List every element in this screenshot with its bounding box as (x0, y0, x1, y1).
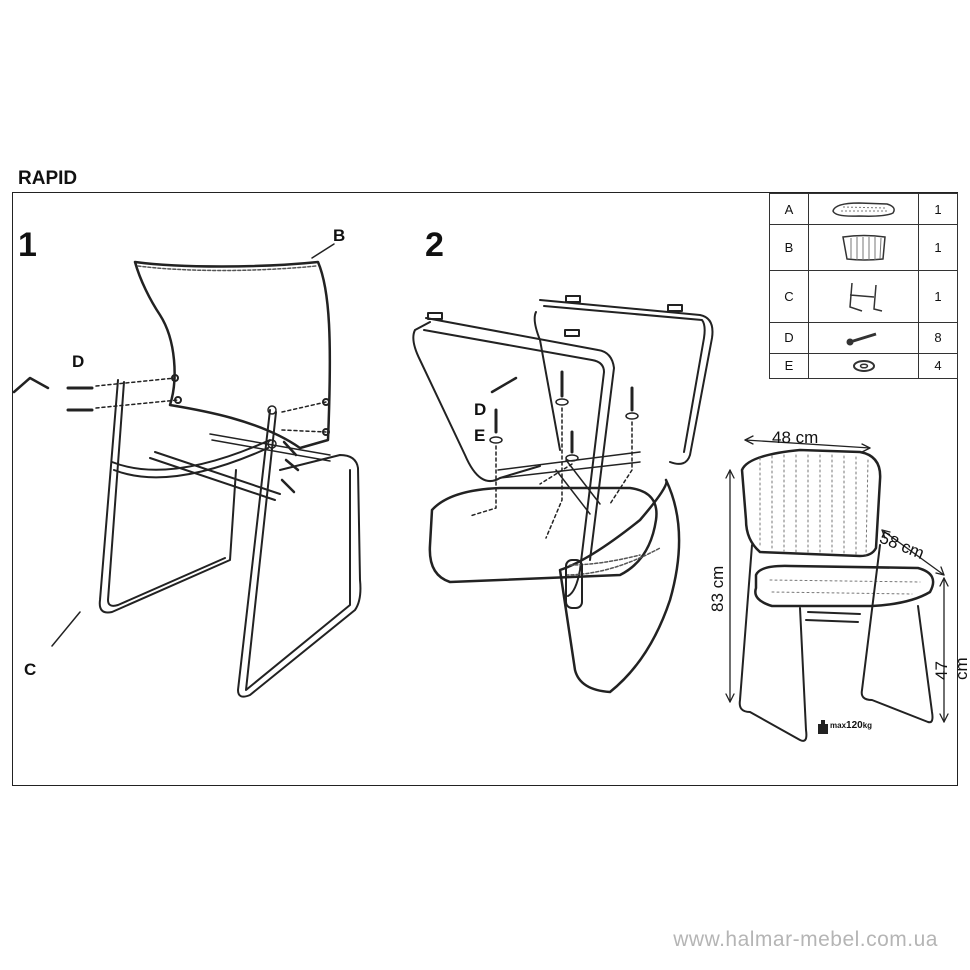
part-qty: 1 (918, 224, 958, 271)
step2-frame-drawing (412, 295, 714, 597)
part-qty: 1 (918, 192, 958, 226)
step-number-1: 1 (18, 226, 37, 264)
parts-row-e: E 4 (769, 352, 958, 380)
dimension-chair-drawing (738, 448, 935, 742)
product-title: RAPID (18, 168, 78, 189)
callout-d-step2: D (474, 400, 487, 419)
part-qty: 4 (918, 352, 958, 380)
seat-cushion-icon (808, 192, 919, 226)
instruction-frame (12, 192, 958, 786)
part-qty: 8 (918, 321, 958, 354)
part-qty: 1 (918, 269, 958, 323)
parts-list-table: A 1 B 1 C 1 D 8 E 4 (769, 192, 958, 380)
max-load-unit: kg (862, 721, 873, 730)
max-load-value: 120 (846, 720, 863, 731)
max-load-prefix: max (830, 721, 847, 730)
part-letter: B (769, 224, 809, 271)
part-letter: E (769, 352, 809, 380)
parts-row-d: D 8 (769, 321, 958, 354)
callout-d-step1: D (72, 352, 85, 371)
parts-row-a: A 1 (769, 192, 958, 226)
frame-icon (808, 269, 919, 323)
callout-c: C (24, 660, 37, 679)
part-letter: A (769, 192, 809, 226)
step1-backrest-drawing (133, 243, 335, 450)
max-load-label: max120kg (830, 720, 872, 731)
dimension-seat-height: 47 cm (932, 657, 970, 680)
callout-e-step2: E (474, 426, 486, 445)
step1-frame-drawing (51, 379, 362, 698)
dimension-lines (725, 435, 949, 723)
screw-icon (808, 321, 919, 354)
washer-icon (808, 352, 919, 380)
callout-b: B (333, 226, 346, 245)
step1-screws-drawing (12, 376, 327, 494)
step2-seat-drawing (428, 478, 681, 694)
part-letter: D (769, 321, 809, 354)
dimension-height: 83 cm (708, 565, 727, 612)
part-letter: C (769, 269, 809, 323)
parts-row-c: C 1 (769, 269, 958, 323)
parts-row-b: B 1 (769, 224, 958, 271)
dimension-width: 48 cm (772, 428, 819, 447)
step2-screws-drawing (469, 370, 639, 539)
weight-icon (818, 720, 828, 734)
website-url[interactable]: www.halmar-mebel.com.ua (673, 928, 938, 951)
backrest-icon (808, 224, 919, 271)
step-number-2: 2 (425, 226, 444, 264)
